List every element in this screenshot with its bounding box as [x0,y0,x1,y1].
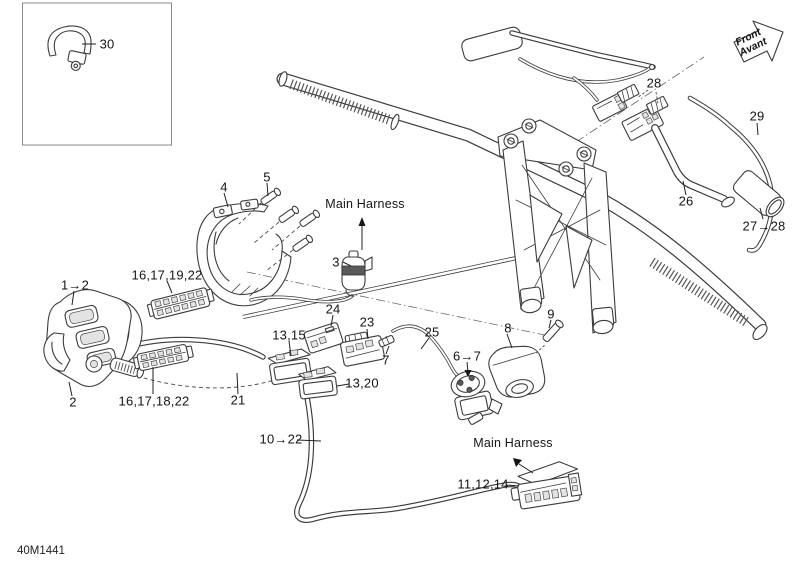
callout-28: 28 [646,75,662,91]
connector-16-17-18-22 [133,344,194,372]
tether-switch [450,370,503,425]
gauge-support-cup [196,198,292,307]
harness-wire-25 [391,324,464,380]
callout-21: 21 [230,392,246,408]
connector-16-17-19-22 [146,287,215,320]
screw-9 [535,319,564,354]
riser-bolt-cap [558,161,574,177]
callout-4: 4 [220,179,228,195]
connector-3 [249,250,373,304]
main-harness-label-bottom: Main Harness [473,436,553,450]
callout-5: 5 [263,169,271,185]
connector-24 [303,322,344,354]
rod-29 [687,95,775,253]
callout-6-7: 6→7 [452,348,482,364]
callout-29: 29 [749,108,765,124]
multifunction-switch-cluster [43,289,145,388]
callout-13-20: 13,20 [345,375,379,391]
callout-27-28: 27→28 [742,218,786,234]
connector-13-15 [267,348,313,386]
callout-23: 23 [359,314,375,330]
callout-16-17-18-22: 16,17,18,22 [118,393,190,409]
callout-25: 25 [424,324,440,340]
tube-26 [651,124,735,208]
terminal-7 [378,334,395,348]
connector-13-20 [298,366,338,400]
callout-30: 30 [99,36,115,52]
mounting-screws [238,187,321,272]
steering-riser-drawing [497,118,617,335]
switch-lever [43,332,71,372]
callout-10-22: 10→22 [259,431,303,447]
connector-23 [340,331,385,367]
riser-bolt-cap [521,118,537,134]
steering-support-tube [242,254,522,320]
callout-8: 8 [504,320,512,336]
centerline-mid [246,271,555,338]
sleeve-27-28 [732,170,785,218]
callout-13-15: 13,15 [272,327,306,343]
right-grip-end-flange [752,323,768,341]
centerline-connectors [575,56,705,143]
callout-11-12-14: 11,12,14 [457,476,509,492]
riser-bolt-cap [576,146,592,162]
connector-11-12-14 [510,461,583,510]
callout-26: 26 [678,193,694,209]
front-direction-arrow [733,20,784,63]
switch-housing-8 [488,345,546,399]
callout-7: 7 [382,352,390,368]
main-harness-label-top: Main Harness [325,197,405,211]
callout-16-17-19-22: 16,17,19,22 [131,267,203,283]
brake-lever-assembly [461,26,656,102]
callout-1-2: 1→2 [60,277,90,293]
callout-2: 2 [69,394,77,410]
inset-box [22,2,172,146]
callout-24: 24 [325,301,341,317]
bar-stub [109,357,145,379]
leader-lines [68,122,764,487]
windshield-clip-part-drawing [47,25,92,71]
riser-bolt-cap [503,133,519,149]
harness-wire-10-22 [294,394,546,523]
diagram-code: 40M1441 [17,545,65,557]
left-grip-texture [289,79,392,125]
callout-9: 9 [547,306,555,322]
callout-3: 3 [332,254,340,270]
connector-pair-28 [592,83,669,141]
